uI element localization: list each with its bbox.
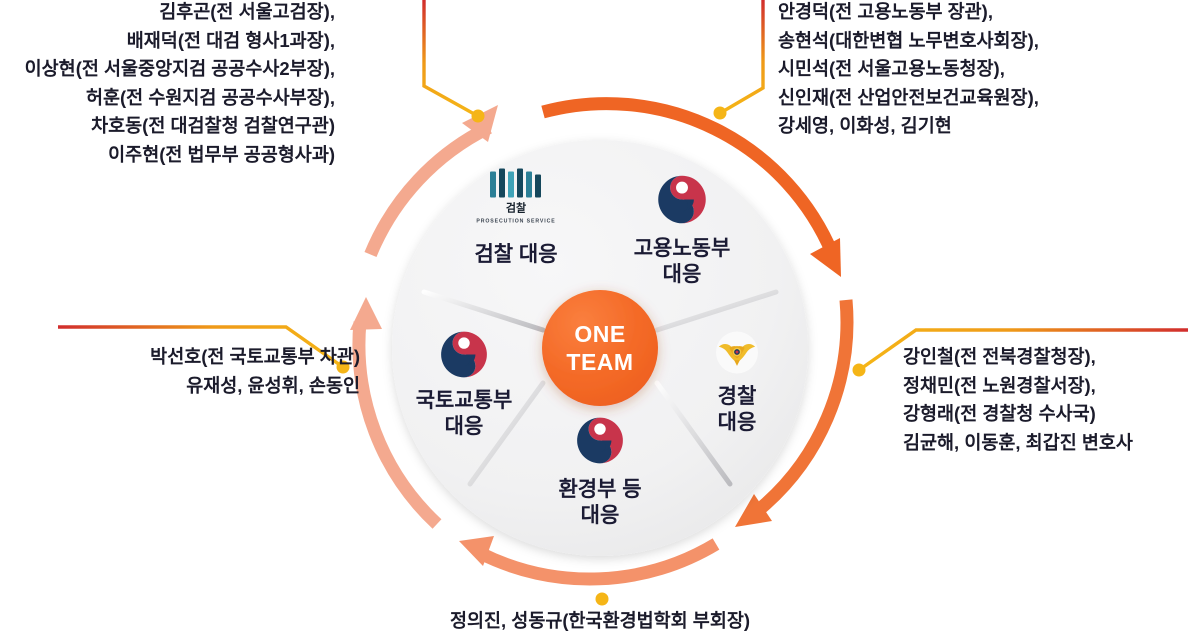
prosecution-logo-en-text: PROSECUTION SERVICE	[476, 219, 555, 225]
callout-line: 강세영, 이화성, 김기현	[778, 115, 952, 136]
callout-line: 김후곤(전 서울고검장),	[159, 1, 335, 22]
ring-arc-bottom	[459, 536, 720, 586]
prosecution-service-logo: 검찰 PROSECUTION SERVICE	[470, 168, 562, 235]
callout-line: 강형래(전 경찰청 수사국)	[903, 403, 1096, 424]
segment-label-environment: 환경부 등 대응	[558, 477, 641, 529]
callout-line: 박선호(전 국토교통부 차관)	[150, 346, 360, 367]
segment-label-police-line2: 대응	[717, 411, 757, 434]
callout-line: 정의진, 성동규(한국환경법학회 부회장)	[449, 610, 751, 631]
segment-label-environment-line1: 환경부 등	[558, 478, 642, 501]
korea-government-taegeuk-emblem	[574, 415, 626, 472]
segment-label-police-line1: 경찰	[717, 385, 757, 408]
ring-arc-left	[350, 297, 442, 529]
callout-land: 박선호(전 국토교통부 차관) 유재성, 윤성휘, 손동인	[150, 343, 360, 400]
connector-police	[852, 328, 1188, 377]
cycle-ring	[350, 97, 854, 586]
callout-line: 이상현(전 서울중앙지검 공공수사2부장),	[24, 58, 335, 79]
callout-police: 강인철(전 전북경찰청장), 정채민(전 노원경찰서장), 강형래(전 경찰청 …	[903, 343, 1133, 457]
segment-label-land: 국토교통부 대응	[416, 388, 513, 440]
connector-dot	[713, 106, 727, 120]
prosecution-logo-kr-text: 검찰	[506, 201, 526, 215]
center-circle	[542, 290, 658, 406]
callout-line: 송현석(대한변협 노무변호사회장),	[778, 29, 1039, 51]
connector-land	[58, 325, 350, 374]
callout-line: 배재덕(전 대검 형사1과장),	[126, 29, 335, 51]
callout-line: 이주현(전 법무부 공공형사과)	[108, 143, 335, 165]
korea-government-taegeuk-emblem	[438, 329, 490, 386]
callout-prosecution: 김후곤(전 서울고검장), 배재덕(전 대검 형사1과장), 이상현(전 서울중…	[25, 0, 335, 169]
segment-label-labor: 고용노동부 대응	[634, 236, 731, 288]
segment-label-labor-line2: 대응	[662, 263, 702, 286]
segment-dividers	[421, 160, 779, 487]
connector-dot	[852, 363, 866, 377]
connector-dot	[471, 109, 485, 123]
segment-label-prosecution-line1: 검찰 대응	[474, 243, 558, 266]
callout-line: 신인재(전 산업안전보건교육원장),	[778, 86, 1039, 108]
callout-line: 안경덕(전 고용노동부 장관),	[778, 1, 993, 22]
callout-line: 허훈(전 수원지검 공공수사부장),	[85, 86, 335, 108]
connector-environment	[595, 592, 609, 630]
callout-line: 유재성, 윤성휘, 손동인	[186, 374, 360, 396]
ring-arc-top-right	[541, 97, 841, 277]
segment-label-land-line1: 국토교통부	[415, 389, 513, 412]
callout-labor: 안경덕(전 고용노동부 장관), 송현석(대한변협 노무변호사회장), 시민석(…	[778, 0, 1039, 141]
callout-line: 강인철(전 전북경찰청장),	[903, 346, 1096, 367]
callout-line: 시민석(전 서울고용노동청장),	[778, 58, 1005, 79]
segment-label-police: 경찰 대응	[718, 384, 757, 436]
connector-labor	[713, 0, 765, 120]
callout-line: 김균해, 이동훈, 최갑진 변호사	[903, 431, 1133, 453]
callout-environment: 정의진, 성동규(한국환경법학회 부회장)	[0, 607, 1200, 636]
segment-label-environment-line2: 대응	[580, 504, 620, 527]
callout-line: 차호동(전 대검찰청 검찰연구관)	[91, 115, 335, 136]
ring-arc-top-left	[364, 105, 498, 257]
korean-police-eagle-emblem	[713, 331, 761, 379]
segment-label-land-line2: 대응	[444, 415, 484, 438]
connector-prosecution	[422, 0, 485, 123]
ring-arc-right	[735, 299, 854, 527]
segment-label-prosecution: 검찰 대응	[474, 242, 557, 268]
korea-government-taegeuk-emblem	[655, 173, 709, 232]
segment-label-labor-line1: 고용노동부	[633, 237, 731, 260]
connector-dot	[595, 592, 609, 606]
connector-dot	[336, 360, 350, 374]
callout-line: 정채민(전 노원경찰서장),	[903, 374, 1096, 396]
